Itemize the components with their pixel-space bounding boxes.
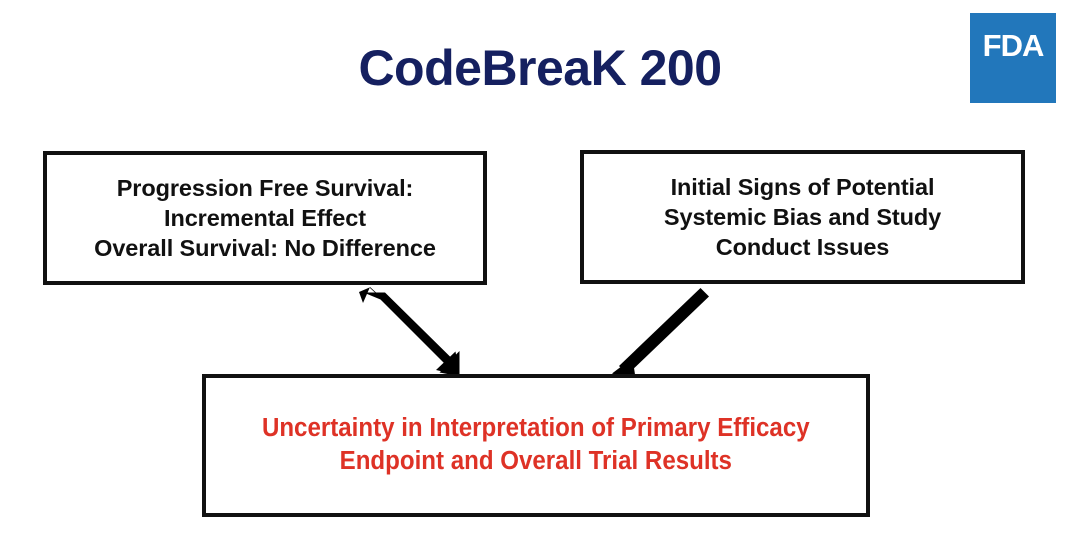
flowchart-box-bias-findings: Initial Signs of Potential Systemic Bias… (580, 150, 1025, 284)
flowchart-box-pfs-findings-text: Progression Free Survival: Incremental E… (94, 173, 436, 263)
box-line: Endpoint and Overall Trial Results (339, 447, 733, 476)
flowchart-box-conclusion: Uncertainty in Interpretation of Primary… (202, 374, 870, 517)
box-line: Progression Free Survival: (116, 174, 414, 201)
box-line: Overall Survival: No Difference (94, 235, 436, 262)
fda-logo: FDA (970, 13, 1056, 103)
box-line: Incremental Effect (164, 204, 366, 231)
box-line: Systemic Bias and Study (663, 203, 942, 230)
flowchart-box-conclusion-text: Uncertainty in Interpretation of Primary… (262, 412, 810, 478)
page-title: CodeBreaK 200 (358, 40, 722, 96)
fda-logo-text: FDA (982, 28, 1045, 63)
box-line: Initial Signs of Potential (670, 173, 935, 200)
flowchart-box-bias-findings-text: Initial Signs of Potential Systemic Bias… (664, 172, 941, 262)
flowchart-box-pfs-findings: Progression Free Survival: Incremental E… (43, 151, 487, 285)
box-line: Uncertainty in Interpretation of Primary… (262, 414, 810, 442)
box-line: Conduct Issues (715, 234, 890, 261)
